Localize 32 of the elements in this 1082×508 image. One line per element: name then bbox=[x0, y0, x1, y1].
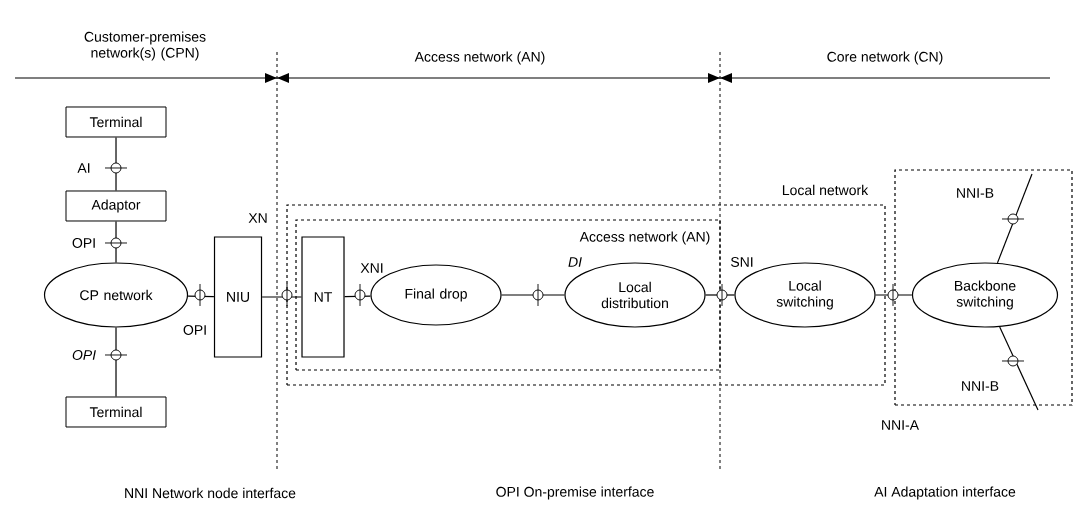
interface-label: OPI bbox=[72, 238, 95, 248]
node-label: Local network bbox=[782, 184, 869, 196]
device-box: Terminal bbox=[65, 106, 167, 138]
connector-line bbox=[996, 173, 1033, 264]
glossary-entry: NNI Network node interface bbox=[125, 487, 296, 499]
connector-line bbox=[187, 295, 215, 298]
device-box: Terminal bbox=[65, 396, 167, 428]
connector-line bbox=[705, 294, 735, 296]
connector-line bbox=[344, 295, 372, 298]
connector-line bbox=[115, 136, 117, 192]
connector-line bbox=[261, 296, 302, 298]
interface-label: AI bbox=[77, 163, 90, 173]
connector-line bbox=[115, 327, 117, 398]
section-heading: Access network (AN) bbox=[414, 51, 545, 65]
connector-line bbox=[501, 294, 565, 296]
unit-box: NIU bbox=[213, 236, 263, 358]
network-boundary bbox=[894, 169, 1073, 406]
interface-label: OPI bbox=[72, 350, 96, 360]
section-heading: Customer-premises network(s) (CPN) bbox=[84, 31, 206, 61]
interface-label: NNI-B bbox=[957, 188, 994, 198]
unit-box: NT bbox=[301, 236, 345, 358]
glossary-entry: OPI On-premise interface bbox=[496, 486, 654, 500]
section-heading: Core network (CN) bbox=[827, 51, 943, 65]
glossary-entry: AI Adaptation interface bbox=[874, 486, 1016, 500]
connector-line bbox=[999, 326, 1039, 411]
interface-label: NNI-A bbox=[882, 420, 920, 430]
device-box: Adaptor bbox=[65, 190, 167, 222]
interface-label: XNI bbox=[360, 263, 383, 273]
interface-label: OPI bbox=[183, 325, 206, 335]
connector-line bbox=[115, 220, 117, 263]
interface-label: XN bbox=[248, 213, 267, 223]
interface-label: NNI-B bbox=[962, 381, 999, 391]
